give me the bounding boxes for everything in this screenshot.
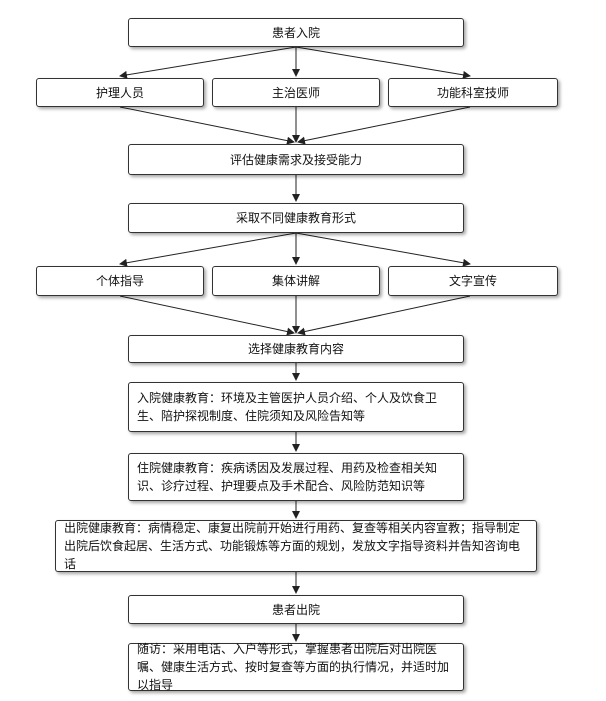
role-doctor-label: 主治医师 (271, 85, 320, 100)
form-group-box: 集体讲解 (212, 266, 380, 296)
arrow-nurse-to-assess (119, 106, 295, 145)
role-nurse-box: 护理人员 (36, 78, 204, 107)
discharge-education-box: 出院健康教育：病情稳定、康复出院前开始进行用药、复查等相关内容宣教；指导制定出院… (55, 520, 537, 572)
inpatient-education-text: 住院健康教育：疾病诱因及发展过程、用药及检查相关知识、诊疗过程、护理要点及手术配… (137, 461, 438, 493)
form-group-label: 集体讲解 (271, 274, 320, 288)
form-written-box: 文字宣传 (388, 266, 558, 296)
arrow-technician-to-assess (297, 106, 471, 145)
arrow-admission-to-nurse (119, 46, 297, 79)
role-technician-label: 功能科室技师 (436, 85, 509, 100)
admission-label: 患者入院 (271, 25, 320, 40)
discharge-education-text: 出院健康教育：病情稳定、康复出院前开始进行用药、复查等相关内容宣教；指导制定出院… (64, 521, 521, 571)
role-technician-box: 功能科室技师 (388, 78, 558, 107)
form-individual-label: 个体指导 (95, 274, 144, 288)
form-individual-box: 个体指导 (36, 266, 204, 296)
assess-label: 评估健康需求及接受能力 (229, 152, 362, 167)
role-doctor-box: 主治医师 (212, 78, 380, 107)
admission-box: 患者入院 (128, 18, 464, 47)
follow-up-text: 随访：采用电话、入户等形式，掌握患者出院后对出院医嘱、健康生活方式、按时复查等方… (137, 642, 450, 692)
arrow-individual-to-select (119, 295, 295, 336)
select-content-box: 选择健康教育内容 (128, 335, 464, 363)
arrow-adopt-to-written (295, 232, 471, 267)
arrow-adopt-to-individual (119, 232, 297, 267)
admission-education-box: 入院健康教育：环境及主管医护人员介绍、个人及饮食卫生、陪护探视制度、住院须知及风… (128, 382, 464, 432)
inpatient-education-box: 住院健康教育：疾病诱因及发展过程、用药及检查相关知识、诊疗过程、护理要点及手术配… (128, 453, 464, 501)
follow-up-box: 随访：采用电话、入户等形式，掌握患者出院后对出院医嘱、健康生活方式、按时复查等方… (128, 642, 464, 692)
adopt-forms-label: 采取不同健康教育形式 (235, 211, 356, 225)
admission-education-text: 入院健康教育：环境及主管医护人员介绍、个人及饮食卫生、陪护探视制度、住院须知及风… (137, 391, 438, 423)
arrow-written-to-select (297, 295, 471, 336)
form-written-label: 文字宣传 (448, 274, 497, 288)
select-content-label: 选择健康教育内容 (247, 342, 344, 356)
adopt-forms-box: 采取不同健康教育形式 (128, 203, 464, 233)
discharge-box: 患者出院 (128, 595, 464, 624)
role-nurse-label: 护理人员 (95, 85, 144, 100)
assess-box: 评估健康需求及接受能力 (128, 144, 464, 175)
arrow-admission-to-technician (295, 46, 471, 79)
discharge-label: 患者出院 (271, 602, 320, 617)
